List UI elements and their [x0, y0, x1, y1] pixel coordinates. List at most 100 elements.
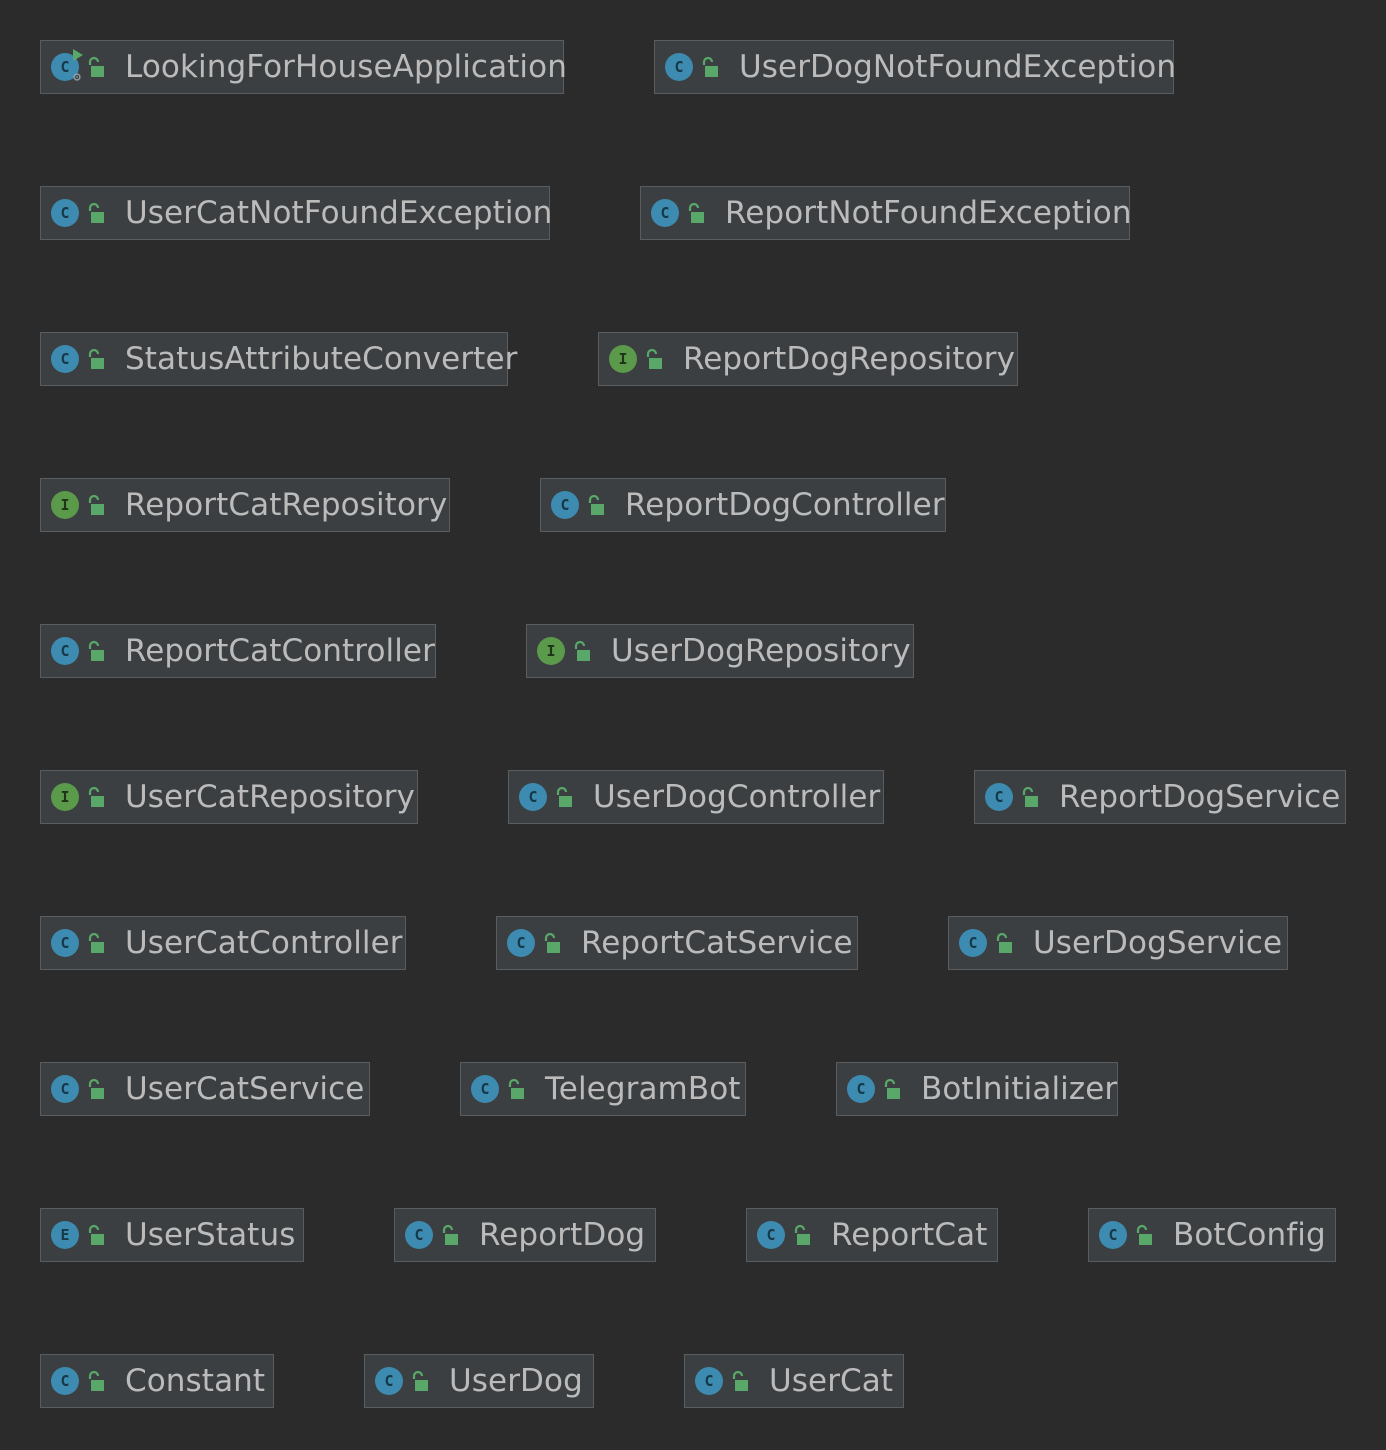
class-node-label: ReportNotFoundException: [725, 195, 1132, 231]
class-node[interactable]: C UserDog: [364, 1354, 594, 1408]
class-node[interactable]: I UserDogRepository: [526, 624, 914, 678]
class-icon: C: [959, 929, 987, 957]
kind-letter: C: [60, 1080, 70, 1098]
interface-icon: I: [537, 637, 565, 665]
public-access-icon: [793, 1224, 811, 1246]
class-node[interactable]: I UserCatRepository: [40, 770, 418, 824]
public-access-icon: [883, 1078, 901, 1100]
class-node-label: StatusAttributeConverter: [125, 341, 518, 377]
class-node-label: ReportCatService: [581, 925, 853, 961]
class-node[interactable]: C StatusAttributeConverter: [40, 332, 517, 386]
class-node-label: ReportCatController: [125, 633, 435, 669]
run-icon: [73, 49, 83, 61]
kind-letter: C: [560, 496, 570, 514]
kind-letter: I: [546, 642, 556, 660]
class-icon: C: [51, 637, 79, 665]
public-access-icon: [87, 932, 105, 954]
class-node-label: UserDogService: [1033, 925, 1283, 961]
enum-icon: E: [51, 1221, 79, 1249]
class-icon: C: [757, 1221, 785, 1249]
kind-letter: C: [856, 1080, 866, 1098]
kind-letter: C: [516, 934, 526, 952]
class-node[interactable]: C UserCat: [684, 1354, 904, 1408]
class-node[interactable]: C ReportDog: [394, 1208, 656, 1262]
class-node-label: UserDogNotFoundException: [739, 49, 1177, 85]
class-icon: C: [847, 1075, 875, 1103]
class-icon: C: [551, 491, 579, 519]
gear-icon: ⚙: [73, 70, 81, 85]
kind-letter: I: [60, 788, 70, 806]
class-node-label: UserCat: [769, 1363, 894, 1399]
public-access-icon: [87, 1224, 105, 1246]
class-node[interactable]: C TelegramBot: [460, 1062, 746, 1116]
class-node-label: UserCatService: [125, 1071, 365, 1107]
kind-letter: C: [528, 788, 538, 806]
class-node[interactable]: C BotConfig: [1088, 1208, 1336, 1262]
class-node[interactable]: C Constant: [40, 1354, 274, 1408]
class-node[interactable]: C UserCatNotFoundException: [40, 186, 553, 240]
kind-letter: E: [60, 1226, 70, 1244]
class-node-label: ReportDog: [479, 1217, 646, 1253]
class-node-label: TelegramBot: [545, 1071, 741, 1107]
class-node-label: ReportDogRepository: [683, 341, 1016, 377]
class-node-label: UserCatController: [125, 925, 403, 961]
class-node[interactable]: C ReportCatService: [496, 916, 858, 970]
class-icon: C: [51, 1075, 79, 1103]
class-node[interactable]: I ReportDogRepository: [598, 332, 1018, 386]
class-node-label: ReportDogService: [1059, 779, 1341, 815]
public-access-icon: [411, 1370, 429, 1392]
public-access-icon: [87, 348, 105, 370]
class-icon: C: [51, 345, 79, 373]
public-access-icon: [87, 56, 105, 78]
kind-letter: C: [480, 1080, 490, 1098]
class-node-label: UserDogRepository: [611, 633, 911, 669]
class-icon: C: [985, 783, 1013, 811]
class-icon: C: [519, 783, 547, 811]
class-node-label: ReportCat: [831, 1217, 988, 1253]
class-icon: C: [405, 1221, 433, 1249]
class-node[interactable]: C UserDogNotFoundException: [654, 40, 1177, 94]
kind-letter: C: [60, 350, 70, 368]
kind-letter: C: [384, 1372, 394, 1390]
class-node-label: ReportCatRepository: [125, 487, 448, 523]
class-icon: C: [1099, 1221, 1127, 1249]
class-node-label: BotConfig: [1173, 1217, 1326, 1253]
interface-icon: I: [51, 783, 79, 811]
class-node[interactable]: C UserDogService: [948, 916, 1288, 970]
class-icon: C⚙: [51, 49, 83, 85]
public-access-icon: [645, 348, 663, 370]
kind-letter: C: [60, 1372, 70, 1390]
public-access-icon: [995, 932, 1013, 954]
class-node-label: UserDog: [449, 1363, 583, 1399]
public-access-icon: [555, 786, 573, 808]
class-node[interactable]: C UserCatService: [40, 1062, 370, 1116]
kind-letter: C: [704, 1372, 714, 1390]
class-node[interactable]: C ReportDogController: [540, 478, 946, 532]
public-access-icon: [87, 786, 105, 808]
interface-icon: I: [609, 345, 637, 373]
class-node-label: UserCatRepository: [125, 779, 415, 815]
class-node[interactable]: C⚙LookingForHouseApplication: [40, 40, 567, 94]
class-icon: C: [471, 1075, 499, 1103]
public-access-icon: [87, 1370, 105, 1392]
class-node[interactable]: C ReportCatController: [40, 624, 436, 678]
class-icon: C: [665, 53, 693, 81]
kind-letter: I: [618, 350, 628, 368]
kind-letter: C: [60, 204, 70, 222]
class-node-label: UserCatNotFoundException: [125, 195, 553, 231]
class-node[interactable]: C ReportDogService: [974, 770, 1346, 824]
class-node-label: Constant: [125, 1363, 266, 1399]
class-node[interactable]: C ReportCat: [746, 1208, 998, 1262]
public-access-icon: [87, 202, 105, 224]
public-access-icon: [701, 56, 719, 78]
class-node-label: ReportDogController: [625, 487, 945, 523]
kind-letter: C: [674, 58, 684, 76]
public-access-icon: [587, 494, 605, 516]
